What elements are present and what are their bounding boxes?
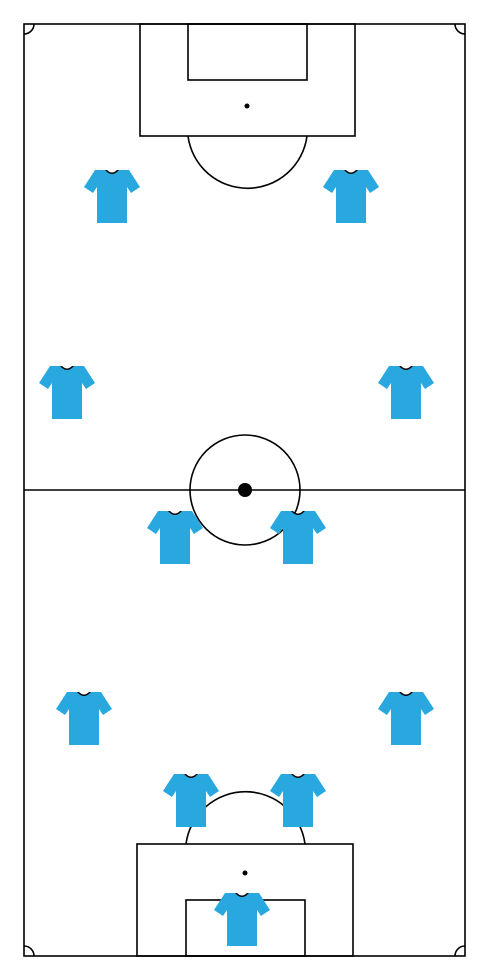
- top-penalty-arc: [187, 135, 308, 189]
- top-penalty-spot: [244, 103, 250, 109]
- shirt-icon: [214, 893, 270, 946]
- shirt-icon: [270, 511, 326, 564]
- players-layer: [39, 170, 434, 946]
- shirt-icon: [56, 692, 112, 745]
- corner-arc-bottom-left: [23, 945, 35, 957]
- player-shirt-centre-back-right: [270, 774, 326, 827]
- shirt-collar: [344, 170, 358, 174]
- shirt-collar: [291, 774, 305, 778]
- player-shirt-fullback-left: [56, 692, 112, 745]
- shirt-collar: [399, 366, 413, 370]
- shirt-icon: [323, 170, 379, 223]
- player-shirt-winger-right: [378, 366, 434, 419]
- shirt-collar: [184, 774, 198, 778]
- top-goal-area: [187, 23, 308, 81]
- shirt-icon: [378, 366, 434, 419]
- player-shirt-central-midfielder-right: [270, 511, 326, 564]
- shirt-collar: [105, 170, 119, 174]
- player-shirt-fullback-right: [378, 692, 434, 745]
- player-shirt-goalkeeper: [214, 893, 270, 946]
- shirt-collar: [235, 893, 249, 897]
- corner-arc-top-right: [454, 23, 466, 35]
- shirt-collar: [399, 692, 413, 696]
- shirt-icon: [378, 692, 434, 745]
- shirt-icon: [270, 774, 326, 827]
- corner-arc-top-left: [23, 23, 35, 35]
- shirt-icon: [84, 170, 140, 223]
- player-shirt-forward-left: [84, 170, 140, 223]
- shirt-icon: [163, 774, 219, 827]
- corner-arc-bottom-right: [454, 945, 466, 957]
- shirt-collar: [60, 366, 74, 370]
- shirt-icon: [147, 511, 203, 564]
- shirt-icon: [39, 366, 95, 419]
- bottom-penalty-spot: [242, 870, 248, 876]
- player-shirt-centre-back-left: [163, 774, 219, 827]
- player-shirt-winger-left: [39, 366, 95, 419]
- centre-circle: [189, 434, 301, 546]
- player-shirt-central-midfielder-left: [147, 511, 203, 564]
- shirt-collar: [291, 511, 305, 515]
- shirt-collar: [77, 692, 91, 696]
- player-shirt-forward-right: [323, 170, 379, 223]
- centre-spot: [238, 483, 252, 497]
- shirt-collar: [168, 511, 182, 515]
